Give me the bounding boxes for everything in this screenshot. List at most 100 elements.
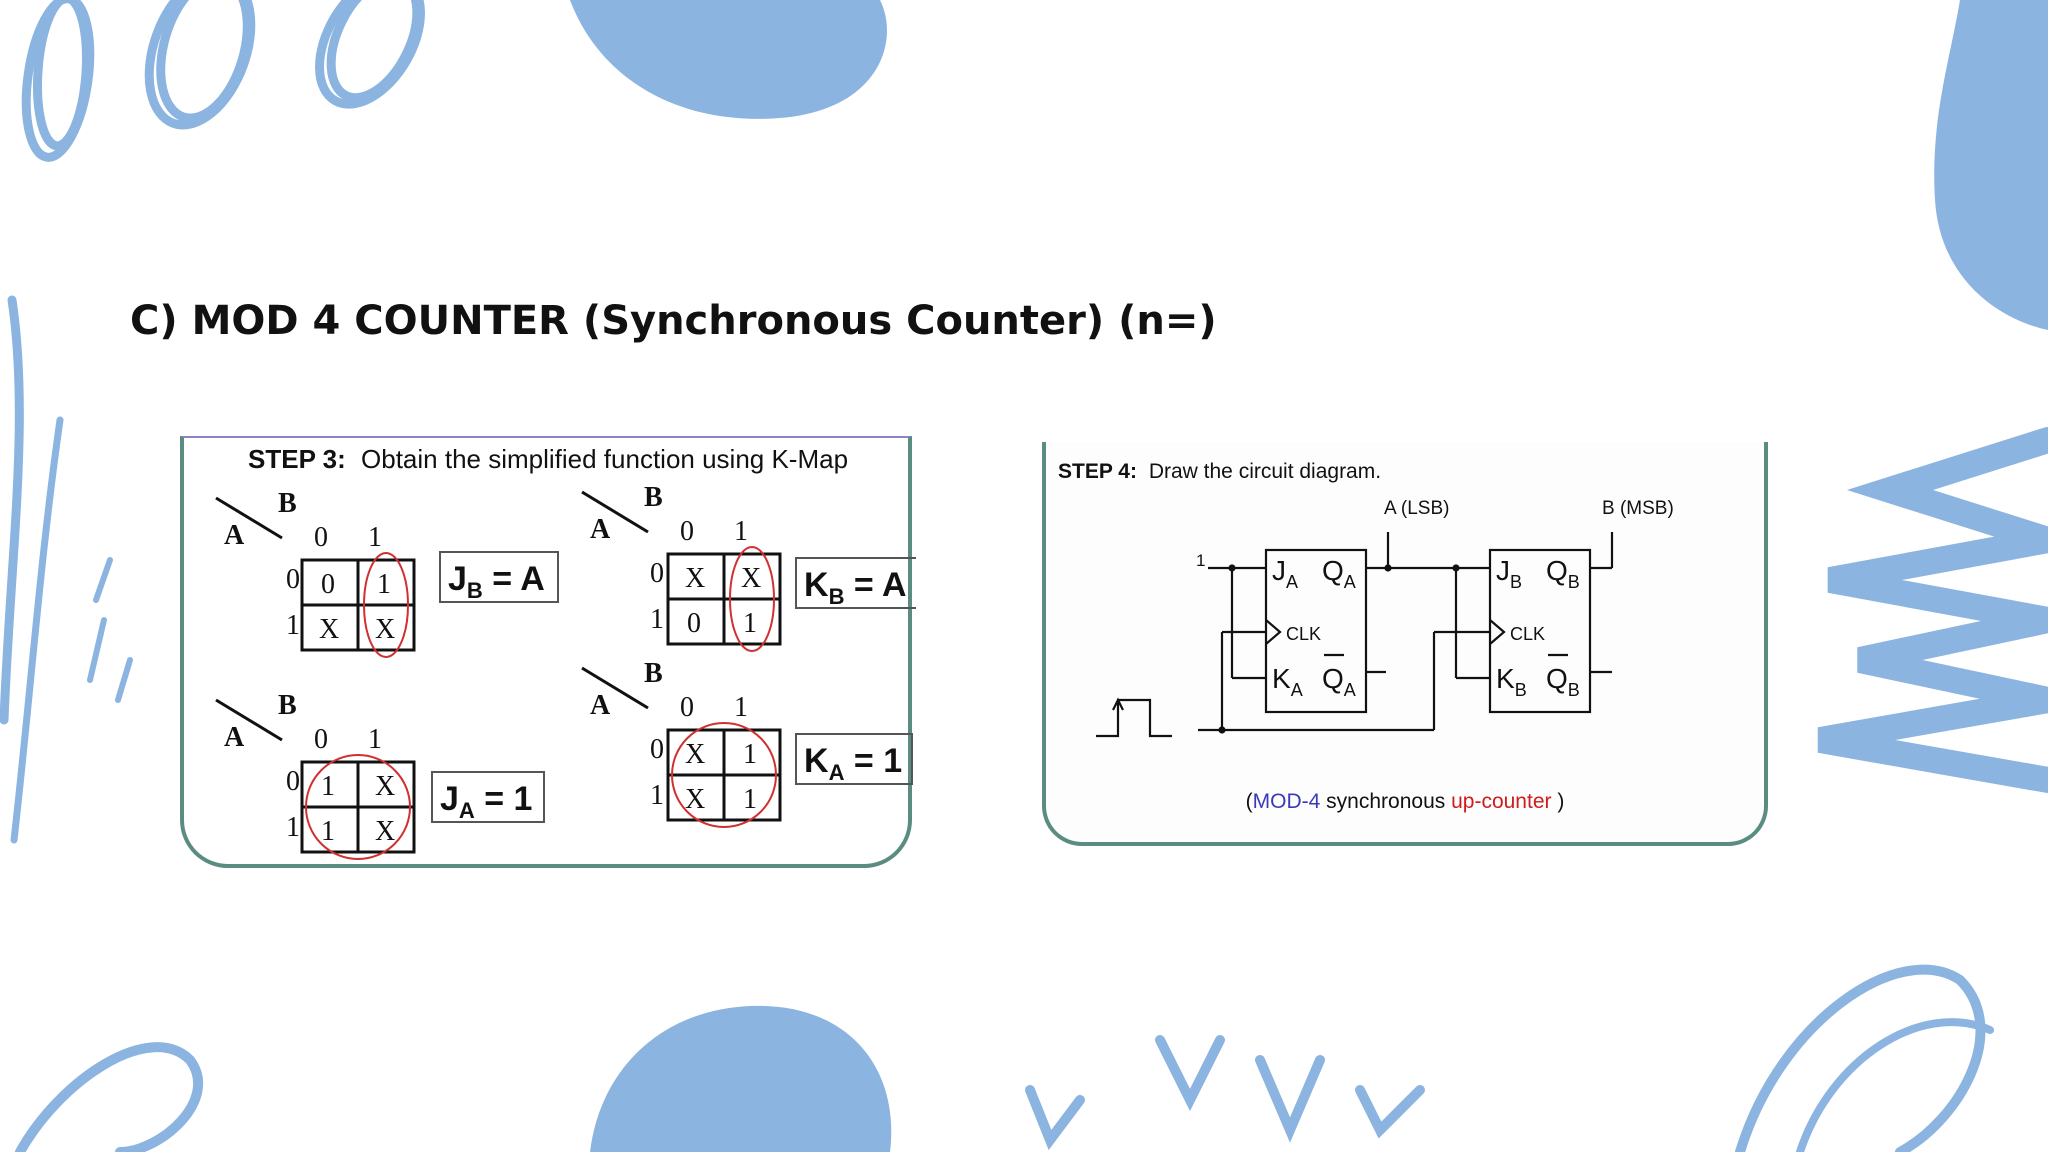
- ff-a-clk: CLK: [1286, 624, 1321, 644]
- kmap-cell: X: [375, 614, 395, 645]
- kmap-row-var: A: [590, 514, 611, 545]
- slide-title: C) MOD 4 COUNTER (Synchronous Counter) (…: [130, 298, 1217, 344]
- kmap-row-var: A: [224, 722, 245, 753]
- oval-scribble-2: [144, 0, 256, 130]
- kmap-loop: [729, 546, 775, 652]
- kmap-row-header: 1: [286, 610, 300, 641]
- svg-text:STEP 4: Draw the circuit: STEP 4: Draw the circuit diagram.: [1058, 460, 1381, 483]
- bottom-right-loop: [1735, 964, 1986, 1152]
- oval-scribble-1: [21, 0, 95, 162]
- kmap-row-header: 1: [286, 812, 300, 843]
- ff-a-qbar: QA: [1322, 663, 1356, 700]
- kmap-cell: X: [741, 563, 761, 594]
- kmap-equation: KA = 1: [804, 742, 902, 785]
- kmap-row-header: 1: [650, 604, 664, 635]
- kmap-col-header: 0: [314, 724, 328, 755]
- kmap-kb: B A 0 1 0 1 X X 0 1 KB = A: [581, 482, 916, 652]
- ff-b-q: QB: [1546, 555, 1580, 592]
- kmap-col-var: B: [278, 488, 297, 519]
- kmap-row-var: A: [224, 520, 245, 551]
- output-b-label: B (MSB): [1602, 498, 1674, 519]
- oval-scribble-3: [315, 0, 425, 109]
- kmap-ka: B A 0 1 0 1 X 1 X 1 KA = 1: [581, 658, 913, 828]
- kmap-equation: JA = 1: [440, 780, 532, 823]
- top-blob: [570, 0, 887, 119]
- svg-text:STEP 3: Obtain the simpl: STEP 3: Obtain the simplified function u…: [248, 444, 848, 474]
- flipflop-a-labels: JA QA CLK KA QA: [1272, 555, 1356, 700]
- kmap-cell: 1: [321, 771, 335, 802]
- kmap-cell: 1: [321, 816, 335, 847]
- kmap-row-var: A: [590, 690, 611, 721]
- ff-b-clk: CLK: [1510, 624, 1545, 644]
- output-a-label: A (LSB): [1384, 498, 1449, 519]
- kmap-cell: X: [685, 563, 705, 594]
- kmap-loop: [671, 722, 777, 828]
- kmap-col-var: B: [644, 658, 663, 689]
- right-zigzag: [1817, 427, 2048, 793]
- step4-label: STEP 4:: [1058, 460, 1137, 483]
- v-marks: [1025, 1035, 1425, 1151]
- kmap-row-header: 0: [650, 558, 664, 589]
- kmap-row-header: 0: [650, 734, 664, 765]
- ff-b-k: KB: [1496, 663, 1527, 700]
- step3-text: Obtain the simplified function using K-M…: [361, 444, 848, 474]
- kmap-cell: 0: [687, 608, 701, 639]
- kmap-cell: X: [685, 739, 705, 770]
- left-dots: [87, 557, 133, 703]
- step4-text: Draw the circuit diagram.: [1149, 460, 1381, 483]
- bottom-left-loop: [15, 1042, 203, 1152]
- bottom-right-loop-2: [1796, 1018, 1994, 1152]
- circuit-diagram: STEP 4: Draw the circuit diagram. A (LSB…: [1058, 460, 1674, 738]
- ff-a-j: JA: [1272, 555, 1298, 592]
- caption-upcounter: up-counter: [1451, 790, 1552, 813]
- kmap-cell: 1: [743, 784, 757, 815]
- kmap-equation: JB = A: [448, 560, 545, 603]
- kmap-jb: B A 0 1 0 1 0 1 X X JB = A: [215, 488, 559, 658]
- kmap-loop: [363, 552, 409, 658]
- ff-b-j: JB: [1496, 555, 1522, 592]
- kmap-loop: [305, 754, 411, 860]
- kmap-row-header: 1: [650, 780, 664, 811]
- ff-b-qbar: QB: [1546, 663, 1580, 700]
- kmap-row-header: 0: [286, 564, 300, 595]
- kmap-col-var: B: [278, 690, 297, 721]
- kmap-col-header: 0: [314, 522, 328, 553]
- kmap-ja: B A 0 1 0 1 1 X 1 X JA = 1: [215, 690, 545, 860]
- kmap-cell: 1: [743, 739, 757, 770]
- kmap-cell: X: [685, 784, 705, 815]
- kmap-col-header: 0: [680, 516, 694, 547]
- ff-a-q: QA: [1322, 555, 1356, 592]
- kmap-cell: 0: [321, 569, 335, 600]
- top-right-blob: [1934, 0, 2048, 330]
- clk-triangle-b: [1489, 619, 1506, 645]
- circuit-caption: (MOD-4 synchronous up-counter ): [1245, 790, 1565, 813]
- kmap-cell: 1: [377, 569, 391, 600]
- kmap-col-header: 0: [680, 692, 694, 723]
- clk-triangle-a: [1265, 619, 1282, 645]
- kmap-col-header: 1: [368, 522, 382, 553]
- flipflop-b-labels: JB QB CLK KB QB: [1496, 555, 1580, 700]
- left-edge-stroke-2: [10, 416, 64, 844]
- kmap-cell: X: [319, 614, 339, 645]
- kmap-cell: X: [375, 816, 395, 847]
- left-edge-stroke: [0, 295, 24, 725]
- ff-a-k: KA: [1272, 663, 1303, 700]
- kmap-panel: STEP 3: Obtain the simplified function u…: [180, 436, 916, 868]
- caption-mod4: MOD-4: [1252, 790, 1321, 813]
- circuit-panel: STEP 4: Draw the circuit diagram. A (LSB…: [1042, 442, 1768, 846]
- logic-one-label: 1: [1196, 551, 1205, 570]
- kmap-equation: KB = A: [804, 566, 907, 609]
- kmap-cell: 1: [743, 608, 757, 639]
- kmap-col-header: 1: [734, 692, 748, 723]
- kmap-cell: X: [375, 771, 395, 802]
- kmap-row-header: 0: [286, 766, 300, 797]
- circuit-wires: [1096, 532, 1614, 738]
- kmap-col-var: B: [644, 482, 663, 513]
- kmap-col-header: 1: [368, 724, 382, 755]
- clock-pulse-icon: [1096, 698, 1172, 738]
- step3-label: STEP 3:: [248, 444, 346, 474]
- bottom-blob: [590, 1005, 892, 1152]
- kmap-figure: STEP 3: Obtain the simplified function u…: [215, 444, 916, 860]
- kmap-col-header: 1: [734, 516, 748, 547]
